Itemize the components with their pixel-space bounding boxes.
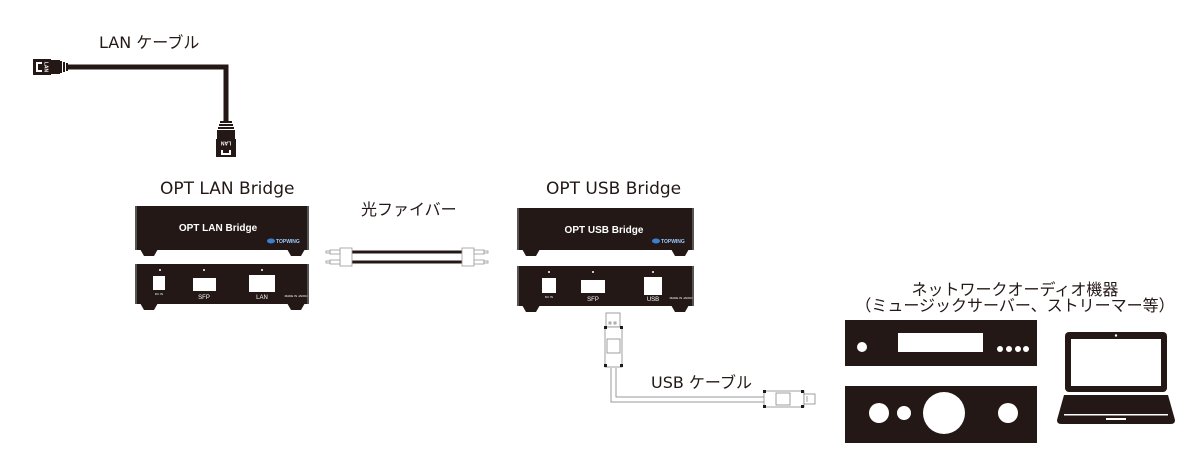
opt-lan-bridge-rear: DC IN SFP LAN MADE IN JAPAN xyxy=(135,264,309,310)
usb-cable-label: USB ケーブル xyxy=(651,373,752,392)
svg-text:TOPWING: TOPWING xyxy=(661,239,685,245)
lan-plug-bottom-icon: LAN xyxy=(216,121,236,157)
svg-text:LAN: LAN xyxy=(220,140,231,146)
network-audio-label-line2: （ミュージックサーバー、ストリーマー等） xyxy=(855,296,1175,315)
lan-plug-left-icon: LAN xyxy=(33,59,68,75)
fiber-label: 光ファイバー xyxy=(361,200,457,219)
sfp-port-icon xyxy=(193,278,216,291)
svg-text:LAN: LAN xyxy=(256,295,268,301)
svg-text:MADE IN JAPAN: MADE IN JAPAN xyxy=(670,296,693,300)
usb-b-plug-icon xyxy=(763,390,816,408)
usb-bridge-front-label: OPT USB Bridge xyxy=(565,225,644,236)
network-player-icon xyxy=(845,320,1037,366)
svg-text:MADE IN JAPAN: MADE IN JAPAN xyxy=(285,294,308,298)
topwing-logo-icon: TOPWING xyxy=(267,238,300,245)
svg-text:TOPWING: TOPWING xyxy=(276,239,300,245)
svg-text:DC IN: DC IN xyxy=(155,292,163,296)
svg-text:DC IN: DC IN xyxy=(545,295,553,299)
opt-usb-bridge-title: OPT USB Bridge xyxy=(546,179,682,199)
svg-text:USB: USB xyxy=(647,297,659,303)
usb-cable xyxy=(604,312,816,408)
lan-bridge-front-label: OPT LAN Bridge xyxy=(179,223,258,234)
laptop-icon xyxy=(1057,332,1175,424)
svg-text:LAN: LAN xyxy=(43,62,49,73)
usb-port-icon xyxy=(644,277,662,295)
network-audio-label-line1: ネットワークオーディオ機器 xyxy=(911,280,1119,299)
opt-lan-bridge-front: OPT LAN Bridge TOPWING xyxy=(135,206,309,256)
opt-lan-bridge-title: OPT LAN Bridge xyxy=(160,179,295,199)
usb-a-plug-icon xyxy=(604,312,623,368)
fiber-connector-right-icon xyxy=(461,247,489,267)
lan-cable: LAN LAN xyxy=(33,59,236,157)
amplifier-icon xyxy=(845,386,1037,443)
lan-cable-label: LAN ケーブル xyxy=(99,33,200,52)
svg-text:SFP: SFP xyxy=(198,295,210,301)
sfp-port-icon xyxy=(581,280,605,293)
fiber-connector-left-icon xyxy=(325,247,353,267)
optical-fiber-cable xyxy=(325,247,489,267)
power-port-icon xyxy=(542,278,556,293)
svg-text:SFP: SFP xyxy=(587,297,599,303)
lan-port-icon xyxy=(249,275,275,292)
power-port-icon xyxy=(153,276,165,290)
topwing-logo-icon: TOPWING xyxy=(652,238,685,245)
opt-usb-bridge-rear: DC IN SFP USB MADE IN JAPAN xyxy=(517,266,694,312)
opt-usb-bridge-front: OPT USB Bridge TOPWING xyxy=(517,208,694,256)
